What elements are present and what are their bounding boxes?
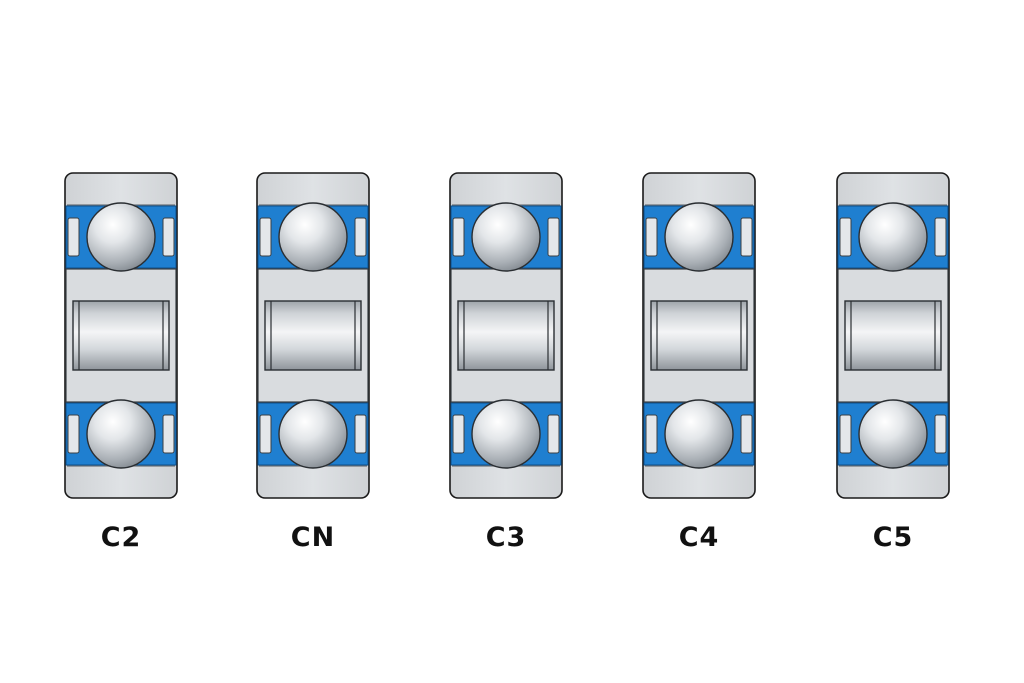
shield-right xyxy=(162,217,175,257)
shield-right xyxy=(934,414,947,454)
bearing-c3: C3 xyxy=(449,172,563,553)
bearing-cn: CN xyxy=(256,172,370,553)
shield-left xyxy=(839,414,852,454)
bearing-c2: C2 xyxy=(64,172,178,553)
bearing-label: CN xyxy=(291,522,335,553)
shield-left xyxy=(259,217,272,257)
ball-lower xyxy=(858,399,928,469)
bearing-c4: C4 xyxy=(642,172,756,553)
shield-right xyxy=(547,217,560,257)
shield-right xyxy=(162,414,175,454)
shield-left xyxy=(452,217,465,257)
shield-left xyxy=(839,217,852,257)
shield-right xyxy=(740,414,753,454)
shield-right xyxy=(547,414,560,454)
bearing-label: C3 xyxy=(486,522,527,553)
shield-right xyxy=(354,217,367,257)
bore-cylinder xyxy=(844,300,942,371)
ball-upper xyxy=(278,202,348,272)
ball-lower xyxy=(471,399,541,469)
shield-left xyxy=(645,217,658,257)
bearing-label: C2 xyxy=(101,522,142,553)
bore-cylinder xyxy=(264,300,362,371)
bearing-c5: C5 xyxy=(836,172,950,553)
ball-lower xyxy=(664,399,734,469)
shield-right xyxy=(740,217,753,257)
shield-right xyxy=(934,217,947,257)
bore-cylinder xyxy=(72,300,170,371)
shield-left xyxy=(67,217,80,257)
bore-cylinder xyxy=(457,300,555,371)
shield-left xyxy=(645,414,658,454)
bearing-label: C5 xyxy=(873,522,914,553)
bore-cylinder xyxy=(650,300,748,371)
ball-upper xyxy=(858,202,928,272)
shield-left xyxy=(452,414,465,454)
bearing-label: C4 xyxy=(679,522,720,553)
shield-left xyxy=(67,414,80,454)
ball-upper xyxy=(664,202,734,272)
shield-right xyxy=(354,414,367,454)
ball-lower xyxy=(278,399,348,469)
shield-left xyxy=(259,414,272,454)
ball-upper xyxy=(471,202,541,272)
ball-upper xyxy=(86,202,156,272)
ball-lower xyxy=(86,399,156,469)
